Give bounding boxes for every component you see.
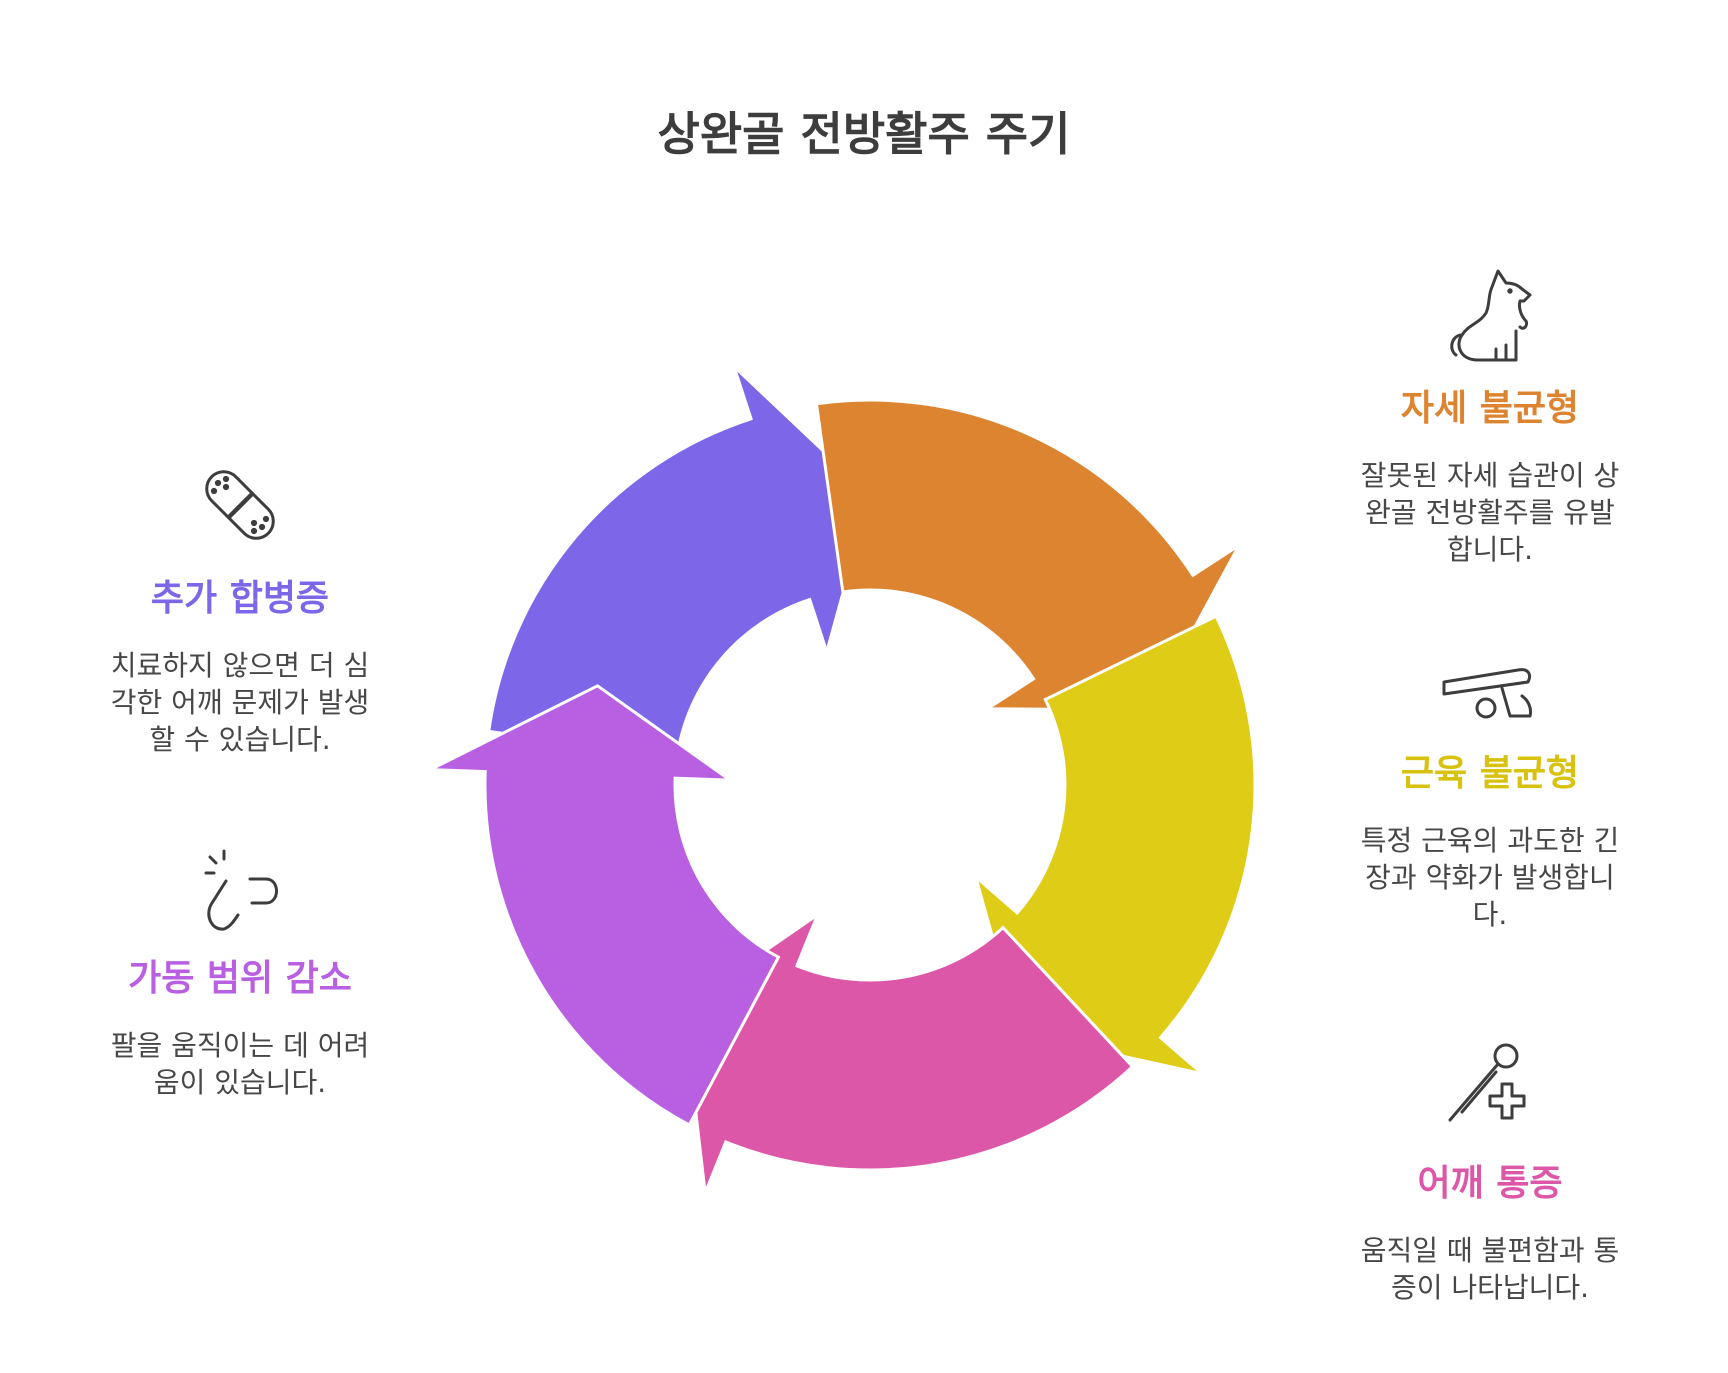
desc-line: 장과 약화가 발생합니 [1365,861,1615,894]
cycle-arrow-posture [814,398,1241,712]
thermometer-medical-icon [1448,1043,1526,1122]
desc-line: 할 수 있습니다. [149,723,331,756]
step-heading-muscle: 근육 불균형 [1400,753,1580,794]
step-desc-rom: 팔을 움직이는 데 어려 움이 있습니다. [90,1027,390,1101]
bandage-icon [205,470,275,540]
desc-line: 움직일 때 불편함과 통 [1360,1234,1620,1267]
desc-line: 증이 나타납니다. [1390,1271,1590,1304]
diagram-title: 상완골 전방활주 주기 [657,107,1071,161]
step-heading-complication: 추가 합병증 [150,578,330,619]
desc-line: 다. [1472,898,1508,931]
step-desc-muscle: 특정 근육의 과도한 긴 장과 약화가 발생합니 다. [1340,822,1640,933]
desc-line: 잘못된 자세 습관이 상 [1360,459,1620,492]
step-desc-posture: 잘못된 자세 습관이 상 완골 전방활주를 유발 합니다. [1340,457,1640,568]
step-heading-posture: 자세 불균형 [1400,388,1580,429]
exercise-bar-icon [1442,668,1532,719]
step-complication: 추가 합병증 치료하지 않으면 더 심 각한 어깨 문제가 발생 할 수 있습니… [90,455,390,758]
cycle-arrow-pain [681,910,1135,1194]
step-muscle: 근육 불균형 특정 근육의 과도한 긴 장과 약화가 발생합니 다. [1340,660,1640,933]
step-desc-pain: 움직일 때 불편함과 통 증이 나타납니다. [1340,1232,1640,1306]
desc-line: 치료하지 않으면 더 심 [110,649,370,682]
step-heading-pain: 어깨 통증 [1417,1163,1563,1204]
step-posture: 자세 불균형 잘못된 자세 습관이 상 완골 전방활주를 유발 합니다. [1340,265,1640,568]
step-rom: 가동 범위 감소 팔을 움직이는 데 어려 움이 있습니다. [90,845,390,1101]
desc-line: 팔을 움직이는 데 어려 [110,1029,370,1062]
desc-line: 특정 근육의 과도한 긴 [1360,824,1620,857]
desc-line: 각한 어깨 문제가 발생 [110,686,370,719]
desc-line: 합니다. [1446,533,1534,566]
cycle-arrow-complication [487,365,872,760]
desc-line: 완골 전방활주를 유발 [1365,496,1615,529]
cycle-arrow-muscle [972,614,1257,1076]
broken-link-icon [204,849,278,931]
desc-line: 움이 있습니다. [153,1066,327,1099]
dog-icon [1450,269,1532,362]
step-heading-rom: 가동 범위 감소 [128,958,352,999]
step-desc-complication: 치료하지 않으면 더 심 각한 어깨 문제가 발생 할 수 있습니다. [90,647,390,758]
cycle-arrow-rom [429,684,781,1127]
step-pain: 어깨 통증 움직일 때 불편함과 통 증이 나타납니다. [1340,1040,1640,1306]
